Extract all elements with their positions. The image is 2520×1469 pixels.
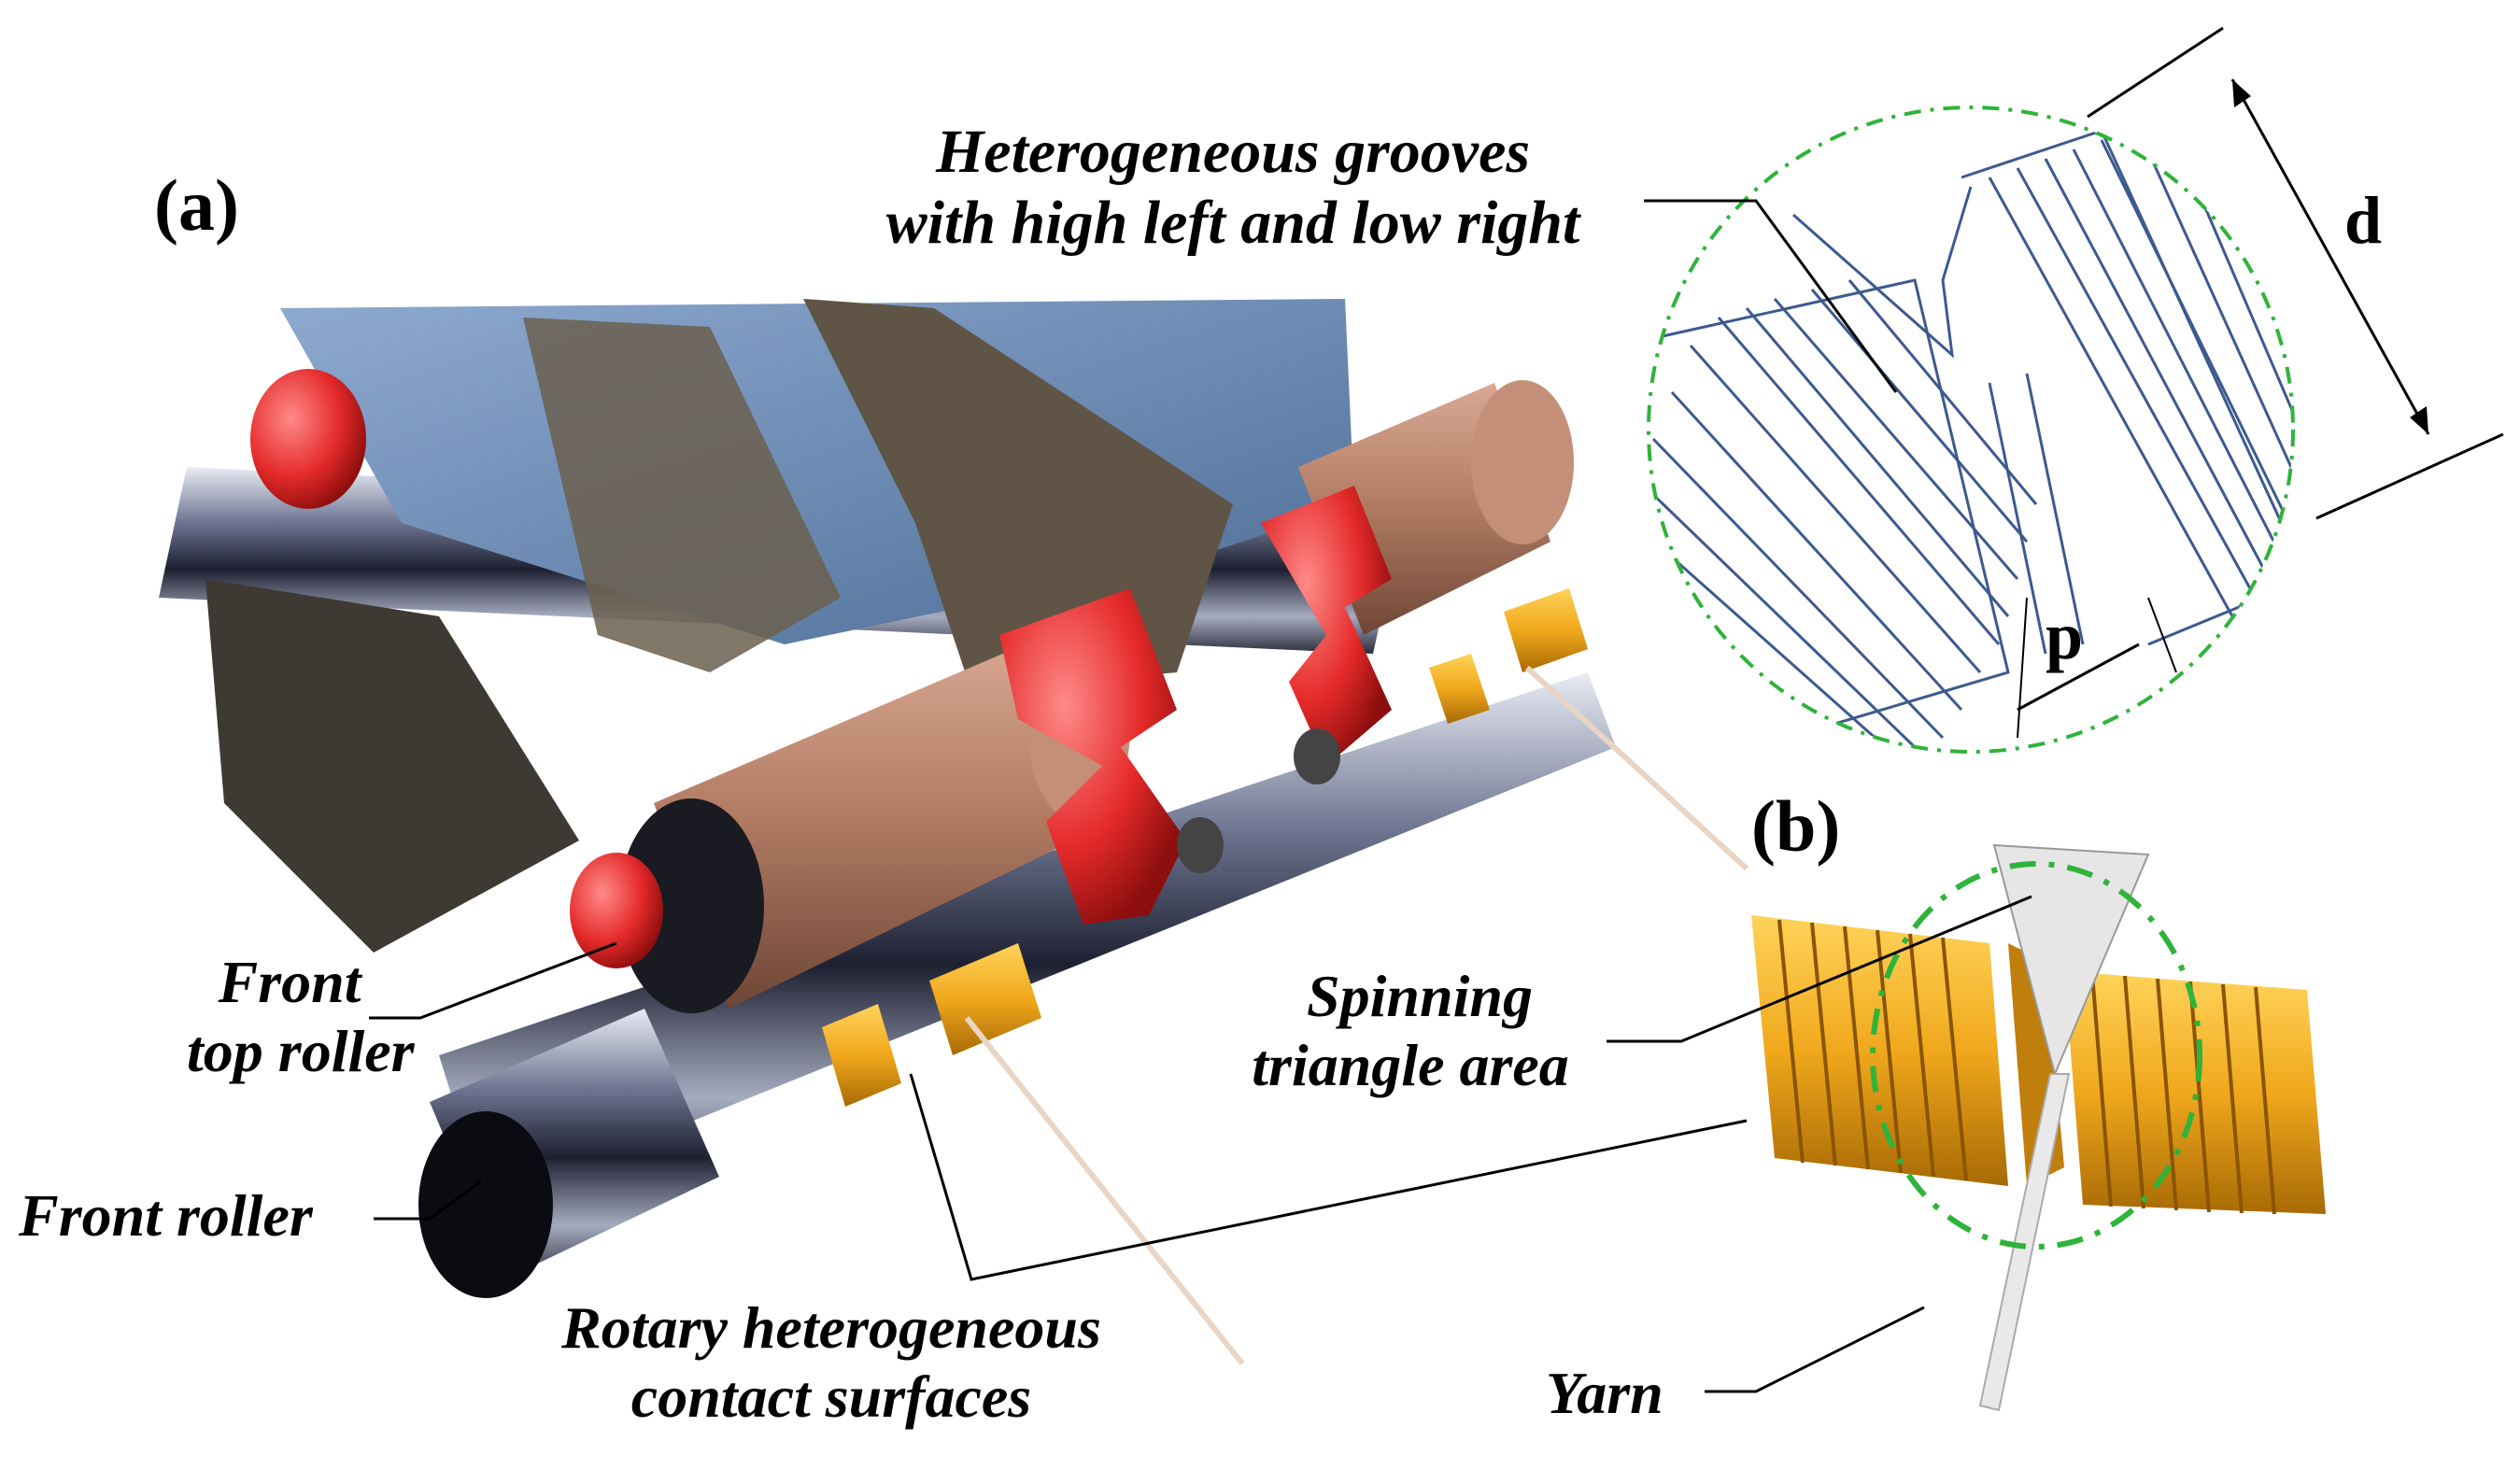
contact-surface-detail (1607, 843, 2326, 1412)
knob (1294, 728, 1340, 784)
grooves-label: Heterogeneous grooves with high left and… (813, 117, 1653, 259)
front-top-roller-line1: Front (218, 949, 361, 1015)
arrowhead (2410, 406, 2428, 434)
gold-surface (929, 943, 1041, 1055)
red-clamp-right (1261, 486, 1392, 766)
left-gold-cylinder (1751, 915, 2008, 1186)
red-clamp-left (999, 588, 1186, 925)
spinning-triangle (1992, 843, 2150, 1078)
groove-detail (1644, 26, 2504, 754)
drafting-assembly (159, 299, 1749, 1365)
yarn-strand (964, 1016, 1245, 1365)
dim-p-extension (2017, 597, 2028, 739)
dim-d-line (2230, 78, 2430, 435)
spinning-triangle-label: Spinning triangle area (1214, 962, 1607, 1099)
focus-ellipse (1870, 861, 2202, 1250)
gold-surface (822, 1004, 901, 1107)
cradle-arm-left (523, 318, 841, 672)
front-top-roller-line2: top roller (187, 1017, 415, 1084)
grooves-label-line2: with high left and low right (885, 188, 1580, 257)
dim-d-label: d (2344, 183, 2383, 258)
spinning-leader (1607, 895, 2032, 1043)
panel-label-b: (b) (1751, 785, 1841, 867)
rotary-line1: Rotary heterogeneous (561, 1294, 1101, 1361)
front-top-leader (369, 941, 617, 1020)
grooves-leader (1644, 199, 1898, 393)
arrowhead (2232, 79, 2251, 107)
dim-p-line (2017, 643, 2140, 712)
gold-surface (1504, 588, 1588, 672)
yarn (1978, 1073, 2071, 1412)
rotary-line2: contact surfaces (630, 1363, 1032, 1430)
front-roller-label: Front roller (19, 1182, 313, 1249)
front-roller-shaft (439, 672, 1616, 1205)
yarn-leader (1705, 1306, 1925, 1393)
dim-d-extension (2315, 432, 2504, 520)
dim-p-extension (2147, 597, 2177, 673)
front-red-cap (570, 853, 663, 968)
dim-p-label: p (2046, 599, 2084, 673)
spinning-line2: triangle area (1252, 1031, 1569, 1098)
yarn-strand (1524, 665, 1749, 871)
gold-grooves (1777, 919, 2276, 1215)
yarn-label: Yarn (1546, 1360, 1663, 1426)
top-roller-bearing (618, 798, 764, 1013)
rotary-leader (909, 1073, 1748, 1281)
front-roller-leader (374, 1179, 482, 1221)
panel-label-a: (a) (154, 164, 239, 246)
front-roller-face (418, 1111, 553, 1298)
dim-d-extension (2087, 26, 2224, 119)
grooves-label-line1: Heterogeneous grooves (935, 118, 1531, 186)
right-top-roller-end (1471, 380, 1574, 544)
spinning-line1: Spinning (1307, 963, 1533, 1029)
gold-surface (1429, 654, 1490, 724)
back-red-cap (250, 369, 366, 509)
front-top-roller-label: Front top roller (131, 948, 415, 1085)
cradle-side (205, 579, 579, 953)
zoom-circle (1647, 106, 2295, 754)
rotary-surfaces-label: Rotary heterogeneous contact surfaces (495, 1293, 1168, 1431)
knob (1177, 817, 1224, 873)
front-top-roller-cover (654, 635, 1111, 1009)
